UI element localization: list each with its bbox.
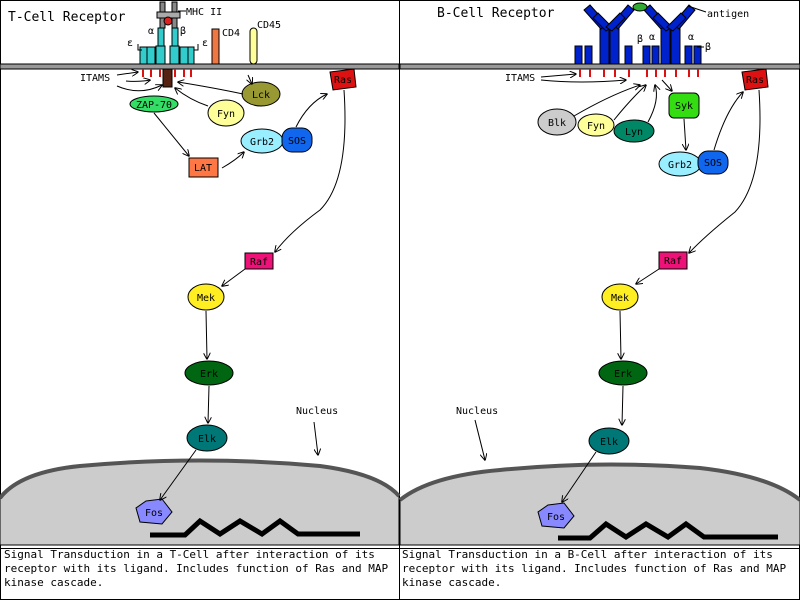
t-dna	[150, 517, 360, 538]
b-dna	[558, 520, 778, 541]
zap70	[129, 95, 179, 113]
t-epsilon-left: ε	[127, 38, 133, 49]
b-nucleus-label: Nucleus	[456, 406, 498, 417]
antigen	[632, 2, 648, 12]
blk-label: Blk	[548, 118, 566, 129]
t-fos-label: Fos	[145, 508, 163, 519]
b-cell-panel: B-Cell Receptor	[398, 2, 800, 589]
peptide	[163, 16, 173, 26]
b-beta-label-1: β	[637, 34, 643, 45]
mhc-ii	[156, 1, 181, 29]
t-cell-panel: T-Cell Receptor MHC II	[0, 1, 401, 589]
cd45	[249, 27, 258, 65]
tcr-complex	[139, 27, 195, 88]
t-caption: Signal Transduction in a T-Cell after in…	[4, 548, 389, 589]
t-raf	[244, 252, 274, 270]
b-elk-label: Elk	[600, 437, 618, 448]
t-itam-ticks	[142, 69, 192, 77]
cd4	[211, 28, 220, 65]
b-raf-label: Raf	[664, 256, 682, 267]
lyn-label: Lyn	[625, 127, 643, 138]
syk	[668, 92, 700, 119]
t-raf-label: Raf	[250, 257, 268, 268]
b-fos-label: Fos	[547, 512, 565, 523]
syk-label: Syk	[675, 101, 693, 112]
b-fyn	[577, 113, 615, 137]
b-beta-label-2: β	[705, 42, 711, 53]
t-elk	[186, 424, 228, 452]
t-nuclear-envelope	[0, 458, 401, 500]
cd45-label: CD45	[257, 20, 281, 31]
t-epsilon-right: ε	[202, 38, 208, 49]
t-fyn	[207, 99, 245, 127]
b-mek	[601, 283, 639, 311]
t-panel-title: T-Cell Receptor	[8, 10, 126, 25]
b-panel-title: B-Cell Receptor	[437, 6, 555, 21]
lat-label: LAT	[194, 163, 212, 174]
b-itams-label: ITAMS	[505, 73, 535, 84]
b-nuclear-envelope	[398, 462, 800, 502]
b-caption-box: Signal Transduction in a B-Cell after in…	[402, 548, 787, 589]
b-alpha-label-2: α	[688, 32, 694, 43]
t-beta-label: β	[180, 26, 186, 37]
t-caption-box: Signal Transduction in a T-Cell after in…	[4, 548, 389, 589]
b-grb2-label: Grb2	[668, 160, 692, 171]
blk	[537, 108, 577, 136]
b-sos-label: SOS	[704, 158, 722, 169]
t-cell-membrane	[0, 63, 400, 70]
t-sos-label: SOS	[288, 136, 306, 147]
cd4-label: CD4	[222, 28, 240, 39]
t-nucleus-label: Nucleus	[296, 406, 338, 417]
b-mek-label: Mek	[611, 293, 629, 304]
b-fyn-label: Fyn	[587, 121, 605, 132]
b-sos	[697, 150, 729, 175]
t-erk	[184, 360, 234, 386]
b-erk-label: Erk	[614, 369, 632, 380]
b-arrows	[474, 74, 761, 502]
t-fyn-label: Fyn	[217, 109, 235, 120]
b-caption: Signal Transduction in a B-Cell after in…	[402, 548, 787, 589]
t-ras-label: Ras	[334, 75, 352, 86]
t-mek	[187, 283, 225, 311]
lat	[188, 157, 219, 178]
bcr-complex	[574, 4, 702, 65]
b-raf	[658, 251, 688, 270]
b-erk	[598, 360, 648, 386]
zap70-label: ZAP-70	[136, 100, 172, 111]
t-mek-label: Mek	[197, 293, 215, 304]
b-alpha-label-1: α	[649, 32, 655, 43]
b-elk	[588, 427, 630, 455]
b-ras	[741, 68, 769, 91]
b-itam-ticks	[579, 69, 699, 77]
t-arrows	[116, 72, 346, 500]
t-grb2-label: Grb2	[250, 137, 274, 148]
antigen-label: antigen	[707, 9, 749, 20]
t-alpha-label: α	[148, 26, 154, 37]
b-ras-label: Ras	[746, 75, 764, 86]
b-cell-membrane	[399, 63, 800, 70]
mhc-label: MHC II	[186, 7, 222, 18]
t-erk-label: Erk	[200, 369, 218, 380]
t-itams-label: ITAMS	[80, 73, 110, 84]
t-sos	[281, 127, 313, 153]
t-ras	[329, 68, 357, 91]
lck-label: Lck	[252, 90, 270, 101]
t-elk-label: Elk	[198, 434, 216, 445]
lyn	[613, 119, 655, 143]
